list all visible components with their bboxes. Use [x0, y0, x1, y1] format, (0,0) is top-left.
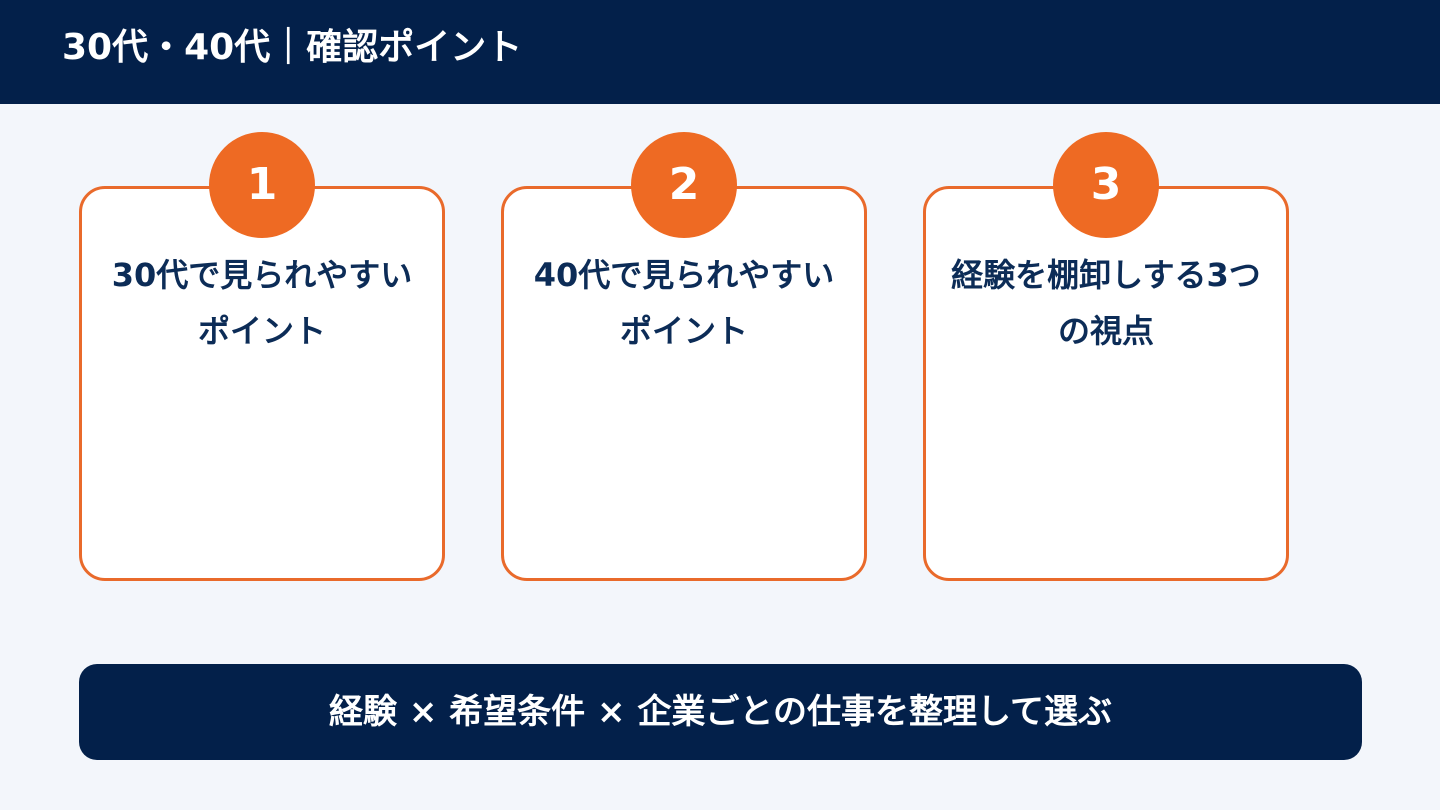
- card-text-1: 30代で見られやすいポイント: [111, 256, 413, 350]
- summary-banner: 経験 × 希望条件 × 企業ごとの仕事を整理して選ぶ: [79, 664, 1362, 760]
- page-title: 30代・40代｜確認ポイント: [62, 27, 523, 68]
- number-badge-1: 1: [209, 132, 315, 238]
- summary-banner-text: 経験 × 希望条件 × 企業ごとの仕事を整理して選ぶ: [329, 692, 1112, 732]
- card-text-3: 経験を棚卸しする3つの視点: [951, 256, 1261, 350]
- card-text-2: 40代で見られやすいポイント: [533, 256, 835, 350]
- point-card-2: 2 40代で見られやすいポイント: [501, 132, 867, 581]
- point-card-1: 1 30代で見られやすいポイント: [79, 132, 445, 581]
- number-badge-3: 3: [1053, 132, 1159, 238]
- point-card-3: 3 経験を棚卸しする3つの視点: [923, 132, 1289, 581]
- header-bar: 30代・40代｜確認ポイント: [0, 0, 1440, 104]
- number-badge-2: 2: [631, 132, 737, 238]
